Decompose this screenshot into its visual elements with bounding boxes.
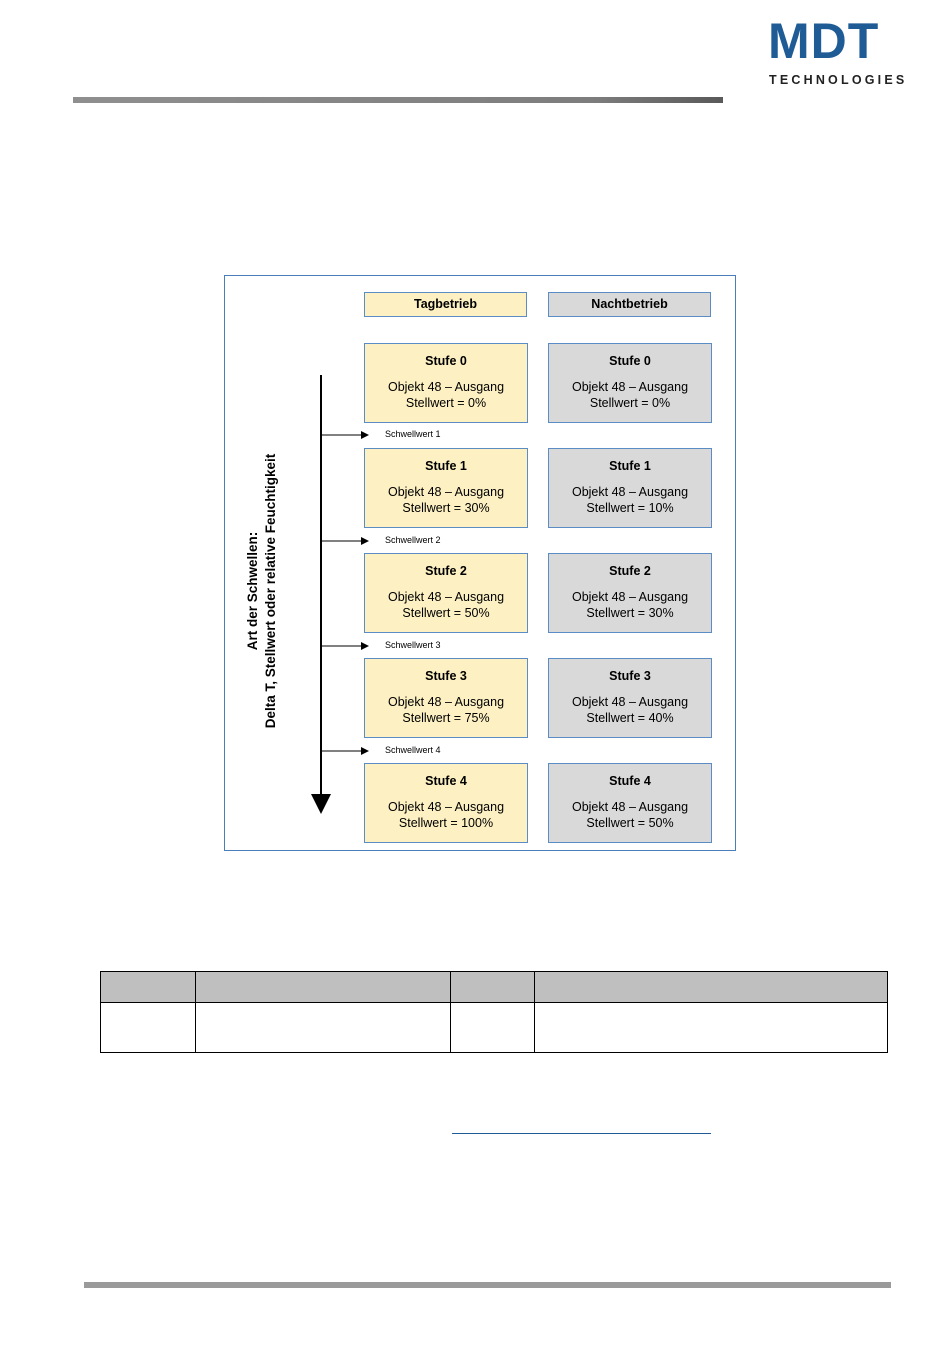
step-value: Stellwert = 0% [589,396,671,410]
threshold-label-1: Schwellwert 1 [385,429,441,439]
day-mode-header: Tagbetrieb [364,292,527,317]
table-column-divider [195,972,196,1052]
night-mode-header: Nachtbetrieb [548,292,711,317]
step-object: Objekt 48 – Ausgang [387,589,505,604]
link-underline [452,1133,711,1134]
step-object: Objekt 48 – Ausgang [387,694,505,709]
table-column-divider [534,972,535,1052]
header-rule [73,97,723,103]
night-step-2: Stufe 2 Objekt 48 – Ausgang Stellwert = … [548,553,712,633]
night-step-0: Stufe 0 Objekt 48 – Ausgang Stellwert = … [548,343,712,423]
threshold-label-4: Schwellwert 4 [385,745,441,755]
step-title: Stufe 2 [425,564,467,578]
day-step-0: Stufe 0 Objekt 48 – Ausgang Stellwert = … [364,343,528,423]
step-title: Stufe 0 [609,354,651,368]
day-step-3: Stufe 3 Objekt 48 – Ausgang Stellwert = … [364,658,528,738]
logo-subtitle: TECHNOLOGIES [769,73,908,87]
day-step-2: Stufe 2 Objekt 48 – Ausgang Stellwert = … [364,553,528,633]
step-title: Stufe 1 [609,459,651,473]
parameter-table [100,971,888,1053]
day-step-4: Stufe 4 Objekt 48 – Ausgang Stellwert = … [364,763,528,843]
step-value: Stellwert = 75% [402,711,490,725]
night-step-4: Stufe 4 Objekt 48 – Ausgang Stellwert = … [548,763,712,843]
threshold-label-2: Schwellwert 2 [385,535,441,545]
step-title: Stufe 3 [609,669,651,683]
step-object: Objekt 48 – Ausgang [387,799,505,814]
step-value: Stellwert = 10% [586,501,674,515]
step-value: Stellwert = 30% [586,606,674,620]
axis-label-line1: Art der Schwellen: [245,531,260,651]
step-value: Stellwert = 40% [586,711,674,725]
step-title: Stufe 1 [425,459,467,473]
footer-rule [84,1282,891,1288]
step-value: Stellwert = 50% [586,816,674,830]
axis-label-line2: Delta T, Stellwert oder relative Feuchti… [263,453,278,729]
step-object: Objekt 48 – Ausgang [571,694,689,709]
step-value: Stellwert = 0% [405,396,487,410]
logo-wordmark: MDT [768,13,880,69]
table-header-row [101,972,887,1003]
threshold-label-3: Schwellwert 3 [385,640,441,650]
step-object: Objekt 48 – Ausgang [571,589,689,604]
step-value: Stellwert = 30% [402,501,490,515]
step-title: Stufe 4 [609,774,651,788]
mdt-logo: MDT TECHNOLOGIES [768,16,913,91]
step-value: Stellwert = 50% [402,606,490,620]
step-object: Objekt 48 – Ausgang [387,379,505,394]
threshold-diagram [224,275,736,851]
step-value: Stellwert = 100% [398,816,494,830]
step-title: Stufe 2 [609,564,651,578]
step-object: Objekt 48 – Ausgang [571,379,689,394]
step-title: Stufe 3 [425,669,467,683]
step-object: Objekt 48 – Ausgang [571,484,689,499]
night-step-1: Stufe 1 Objekt 48 – Ausgang Stellwert = … [548,448,712,528]
step-object: Objekt 48 – Ausgang [571,799,689,814]
night-step-3: Stufe 3 Objekt 48 – Ausgang Stellwert = … [548,658,712,738]
day-step-1: Stufe 1 Objekt 48 – Ausgang Stellwert = … [364,448,528,528]
step-object: Objekt 48 – Ausgang [387,484,505,499]
step-title: Stufe 4 [425,774,467,788]
step-title: Stufe 0 [425,354,467,368]
table-column-divider [450,972,451,1052]
